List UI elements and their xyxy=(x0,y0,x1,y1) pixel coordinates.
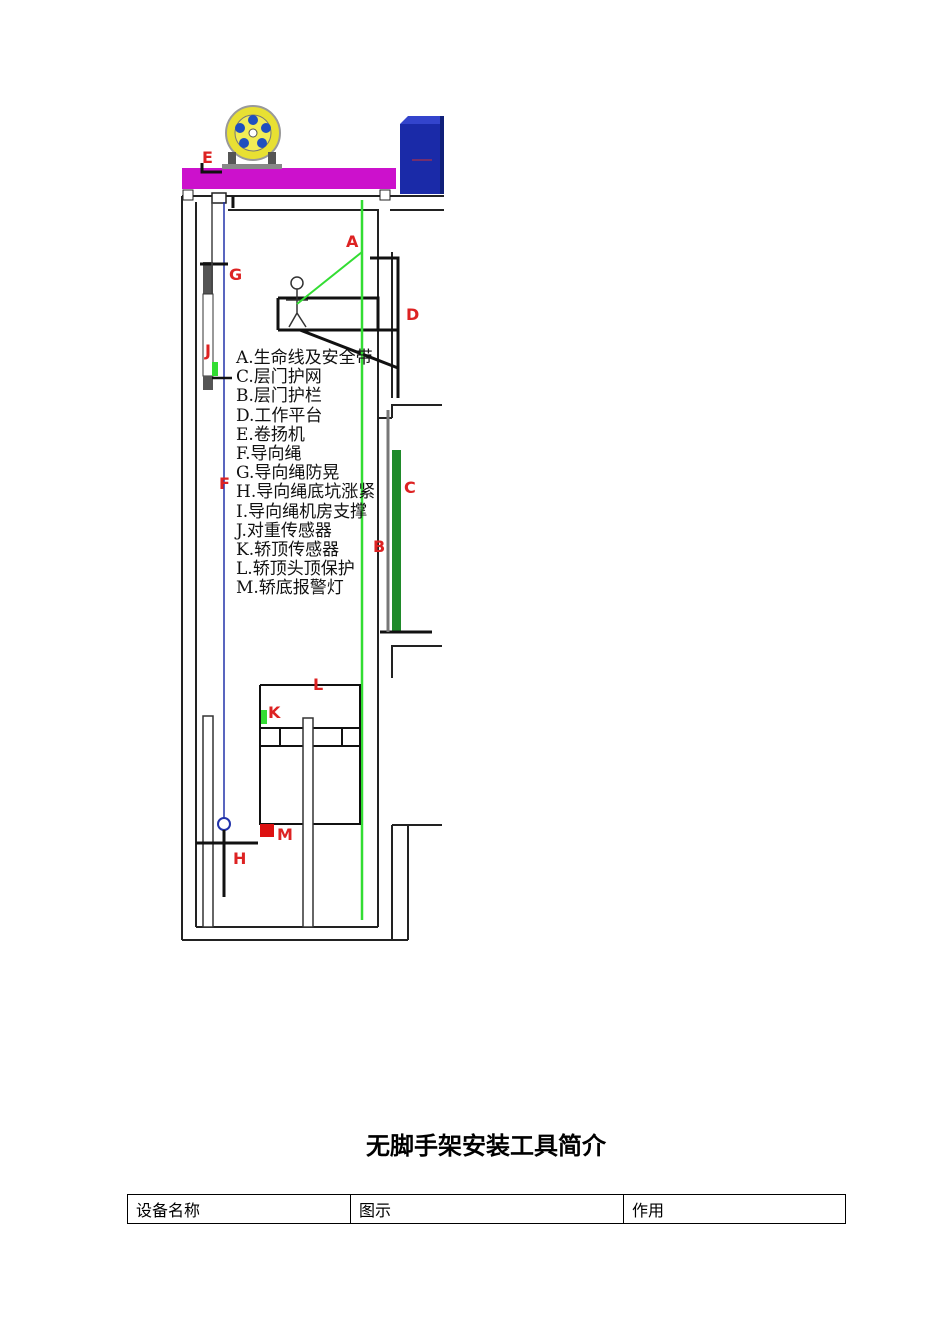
safety-belt xyxy=(296,251,363,305)
landing-middle xyxy=(377,632,442,810)
counterweight-sensor xyxy=(212,362,218,376)
label-j: J xyxy=(204,341,211,360)
header-device-name: 设备名称 xyxy=(127,1194,351,1224)
traction-machine xyxy=(222,105,282,169)
shaft-top-inner xyxy=(228,209,379,252)
winch-bracket xyxy=(200,163,222,174)
legend-item: K.轿顶传感器 xyxy=(236,540,340,561)
legend-item: C.层门护网 xyxy=(236,367,322,388)
legend-item: B.层门护栏 xyxy=(236,386,322,407)
elevator-shaft-diagram: A B C D E F G H I J K L M A.生命线及安全带 C.层门… xyxy=(181,105,444,941)
guide-rope-support xyxy=(211,192,227,204)
legend-item: G.导向绳防晃 xyxy=(236,463,340,484)
car-top-sensor xyxy=(261,710,267,724)
anti-sway xyxy=(200,202,228,390)
section-title: 无脚手架安装工具简介 xyxy=(366,1131,606,1160)
legend-item: L.轿顶头顶保护 xyxy=(236,559,355,580)
landing-lower xyxy=(377,810,442,940)
legend-item: M.轿底报警灯 xyxy=(236,578,344,599)
label-g: G xyxy=(229,265,242,284)
legend-item: I.导向绳机房支撑 xyxy=(236,501,368,522)
label-f: F xyxy=(219,474,230,493)
label-i: I xyxy=(230,193,236,212)
alarm-lamp xyxy=(260,824,274,837)
tools-table: 设备名称 图示 作用 xyxy=(127,1194,846,1224)
label-b: B xyxy=(373,537,385,556)
header-function: 作用 xyxy=(623,1194,846,1224)
legend-item: E.卷扬机 xyxy=(236,424,305,445)
car-guide-rail xyxy=(302,717,314,928)
legend-item: A.生命线及安全带 xyxy=(236,348,373,368)
label-d: D xyxy=(406,305,419,324)
pit-tensioner xyxy=(196,817,258,897)
header-illustration: 图示 xyxy=(350,1194,624,1224)
label-a: A xyxy=(346,232,359,251)
door-guard-net xyxy=(392,450,401,632)
machine-room-beam xyxy=(182,168,396,189)
legend-item: D.工作平台 xyxy=(236,405,323,426)
label-m: M xyxy=(277,825,293,844)
landing-upper xyxy=(377,398,442,632)
counterweight-rail xyxy=(202,715,214,928)
figure-legend: A.生命线及安全带 C.层门护网 B.层门护栏 D.工作平台 E.卷扬机 F.导… xyxy=(236,348,376,599)
label-k: K xyxy=(268,703,281,722)
label-h: H xyxy=(233,849,246,868)
worker-figure xyxy=(286,276,308,328)
legend-item: H.导向绳底坑涨紧 xyxy=(236,482,376,503)
control-cabinet xyxy=(400,116,444,194)
label-l: L xyxy=(313,675,323,694)
work-platform xyxy=(276,256,400,398)
table-header-row: 设备名称 图示 作用 xyxy=(127,1194,846,1224)
legend-item: J.对重传感器 xyxy=(236,520,332,541)
label-c: C xyxy=(404,478,416,497)
legend-item: F.导向绳 xyxy=(236,444,302,465)
label-e: E xyxy=(202,148,213,167)
